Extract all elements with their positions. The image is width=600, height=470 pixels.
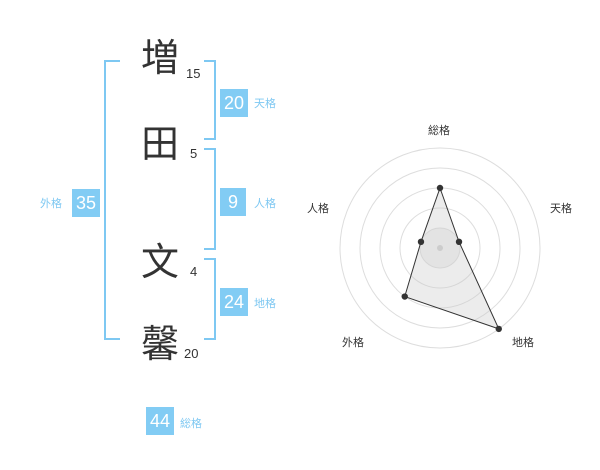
chikaku-bracket-vertical — [214, 258, 216, 340]
chikaku-bracket-top — [204, 258, 216, 260]
stroke-count-2: 5 — [190, 146, 198, 161]
tenkaku-bracket-top — [204, 60, 216, 62]
stroke-count-3: 4 — [190, 264, 198, 279]
radar-label-soukaku: 総格 — [428, 124, 450, 137]
tenkaku-bracket-bottom — [204, 138, 216, 140]
gaikaku-label: 外格 — [40, 197, 62, 210]
tenkaku-badge: 20 — [220, 89, 248, 117]
radar-label-tenkaku: 天格 — [550, 202, 572, 215]
soukaku-label: 総格 — [180, 417, 202, 430]
jinkaku-bracket-vertical — [214, 148, 216, 250]
outer-bracket-bottom — [104, 338, 120, 340]
stroke-count-4: 20 — [184, 346, 199, 361]
outer-bracket-vertical — [104, 60, 106, 340]
radar-point-3 — [401, 293, 408, 300]
radar-point-0 — [436, 184, 444, 192]
chikaku-badge: 24 — [220, 288, 248, 316]
soukaku-badge: 44 — [146, 407, 174, 435]
chikaku-label: 地格 — [254, 297, 276, 310]
radar-label-jinkaku: 人格 — [307, 202, 329, 215]
chikaku-bracket-bottom — [204, 338, 216, 340]
tenkaku-label: 天格 — [254, 97, 276, 110]
jinkaku-bracket-bottom — [204, 248, 216, 250]
radar-polygon — [404, 186, 500, 330]
radar-center — [437, 245, 443, 251]
name-char-3: 文 — [140, 240, 179, 284]
tenkaku-bracket-vertical — [214, 60, 216, 140]
radar-point-4 — [417, 238, 425, 246]
radar-point-2 — [495, 325, 502, 333]
name-char-2: 田 — [140, 122, 179, 166]
name-char-4: 馨 — [140, 322, 179, 366]
radar-label-chikaku: 地格 — [512, 336, 534, 349]
jinkaku-bracket-top — [204, 148, 216, 150]
outer-bracket-top — [104, 60, 120, 62]
jinkaku-label: 人格 — [254, 197, 276, 210]
gaikaku-badge: 35 — [72, 189, 100, 217]
radar-point-1 — [455, 238, 463, 246]
radar-label-gaikaku: 外格 — [342, 336, 364, 349]
stroke-count-1: 15 — [186, 66, 201, 81]
jinkaku-badge: 9 — [220, 188, 246, 216]
name-char-1: 増 — [140, 36, 179, 80]
